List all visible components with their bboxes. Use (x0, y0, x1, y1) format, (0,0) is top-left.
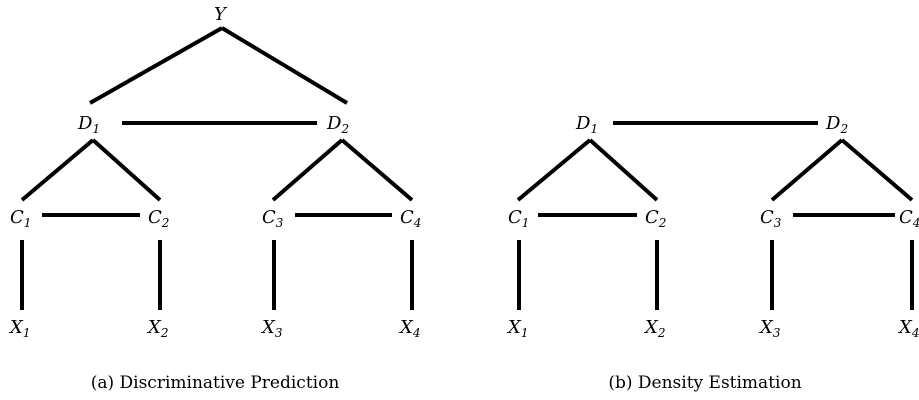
node-x1: X1 (8, 317, 30, 340)
node-d2: D2 (326, 113, 349, 136)
node-d2: D2 (825, 113, 848, 136)
edge-d1-c1 (20, 138, 95, 202)
node-x2: X2 (146, 317, 168, 340)
caption-a: (a) Discriminative Prediction (91, 373, 340, 393)
node-x3: X3 (260, 317, 283, 340)
node-x4: X4 (897, 317, 919, 340)
edge-d1-c1 (516, 138, 592, 202)
node-x3: X3 (758, 317, 781, 340)
node-c3: C3 (262, 207, 284, 230)
panel-b-density-estimation: D1 D2 C1 C2 C3 C4 X1 X2 X3 X4 (b) Densit… (506, 113, 919, 393)
edge-d1-c2 (588, 138, 659, 202)
node-c3: C3 (760, 207, 782, 230)
node-d1: D1 (575, 113, 598, 136)
edge-d2-c3 (271, 138, 344, 202)
edge-d1-c2 (91, 138, 162, 202)
node-d1: D1 (77, 113, 100, 136)
node-x1: X1 (506, 317, 528, 340)
node-x2: X2 (643, 317, 665, 340)
node-c2: C2 (645, 207, 666, 230)
node-c1: C1 (508, 207, 529, 230)
node-y: Y (214, 4, 228, 25)
node-x4: X4 (398, 317, 420, 340)
edge-y-d1 (89, 26, 223, 105)
panel-a-discriminative-prediction: Y D1 D2 C1 C2 C3 C4 X1 X2 X3 X4 (a) Disc… (8, 4, 421, 393)
caption-b: (b) Density Estimation (608, 373, 801, 393)
edge-d2-c4 (840, 138, 914, 202)
node-c4: C4 (400, 207, 421, 230)
edge-d2-c3 (770, 138, 844, 202)
node-c2: C2 (148, 207, 169, 230)
edge-y-d2 (220, 26, 349, 105)
node-c1: C1 (10, 207, 31, 230)
node-c4: C4 (899, 207, 919, 230)
edge-d2-c4 (340, 138, 414, 202)
